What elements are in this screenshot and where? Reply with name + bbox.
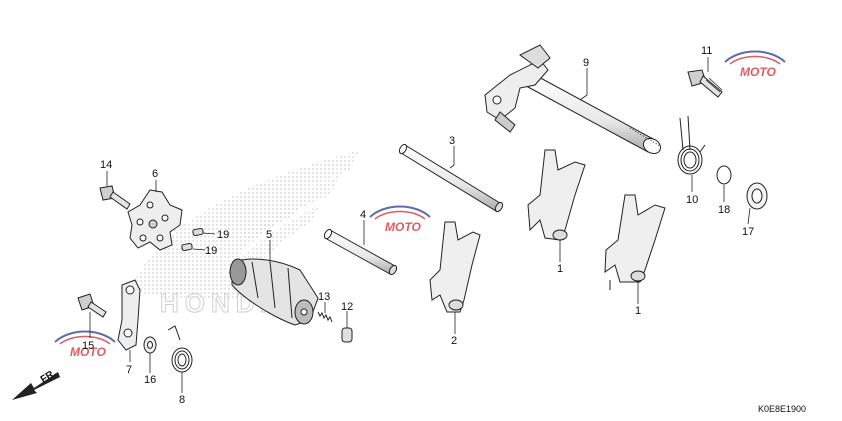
callout-9: 9 [583, 57, 589, 69]
callout-6: 6 [152, 168, 158, 180]
callout-12: 12 [341, 301, 353, 313]
leader-lines [89, 57, 751, 393]
front-direction-arrow: FR. [12, 368, 60, 400]
part-5-shift-drum [229, 258, 319, 326]
part-8-stopper-spring [167, 325, 193, 373]
watermark-text: MOTO [740, 65, 776, 79]
part-7-stopper-arm [117, 279, 141, 351]
callout-labels: 9 11 3 4 6 14 5 19 19 13 12 1 1 2 10 18 … [82, 45, 754, 406]
callout-13: 13 [318, 291, 330, 303]
part-11-bolt [687, 69, 723, 98]
part-16-washer [143, 336, 157, 354]
callout-4: 4 [360, 209, 366, 221]
part-13-spring [317, 311, 333, 323]
part-18-circlip [716, 165, 732, 185]
callout-15: 15 [82, 340, 94, 352]
callout-18: 18 [718, 204, 730, 216]
callout-3: 3 [449, 135, 455, 147]
callout-14: 14 [100, 159, 112, 171]
callout-1-b: 1 [635, 305, 641, 317]
callout-11: 11 [701, 45, 712, 57]
callout-1-a: 1 [557, 263, 563, 275]
callout-17: 17 [742, 226, 754, 238]
watermark-text: MOTO [385, 220, 421, 234]
callout-19-a: 19 [217, 229, 229, 241]
part-19-pin-b [181, 242, 193, 252]
part-2-shift-fork [429, 221, 481, 313]
part-19-pin-a [192, 227, 204, 237]
part-9-gearshift-spindle [484, 44, 662, 155]
part-17-washer [746, 182, 768, 210]
part-1-shift-fork-a [527, 149, 586, 241]
watermark-text: MOTO [70, 345, 106, 359]
arrow-icon [12, 372, 60, 400]
callout-7: 7 [126, 364, 132, 376]
part-10-return-spring [677, 115, 706, 175]
part-6-drum-stopper-plate [127, 189, 183, 251]
diagram-code: K0E8E1900 [758, 404, 806, 414]
watermark-logo: MOTO MOTO MOTO [54, 50, 786, 359]
part-14-bolt [99, 185, 131, 210]
part-15-bolt [77, 293, 107, 318]
callout-16: 16 [144, 374, 156, 386]
part-3-fork-shaft [398, 143, 504, 213]
callout-10: 10 [686, 194, 698, 206]
part-1-shift-fork-b [604, 194, 666, 290]
callout-8: 8 [179, 394, 185, 406]
callout-2: 2 [451, 335, 457, 347]
part-4-fork-shaft [323, 228, 398, 276]
front-label: FR. [39, 368, 59, 386]
callout-5: 5 [266, 229, 272, 241]
callout-19-b: 19 [205, 245, 217, 257]
part-12-neutral-switch-pin [341, 327, 353, 343]
